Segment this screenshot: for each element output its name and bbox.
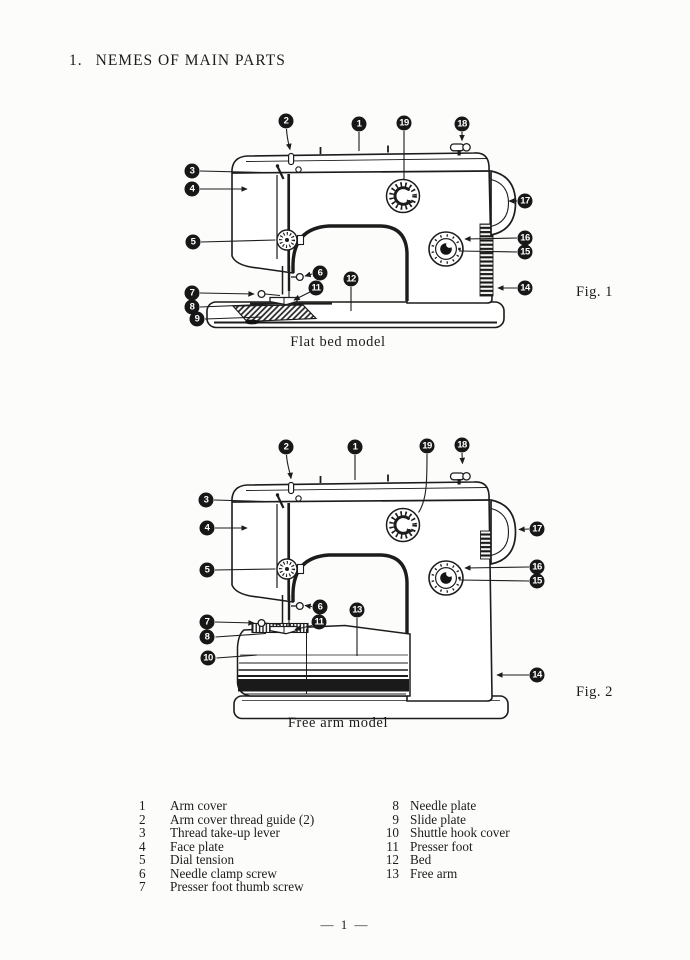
fig2-callout-16: 16 — [529, 559, 545, 575]
slide-plate — [231, 304, 318, 323]
parts-list-item: 9 Slide plate — [377, 811, 510, 827]
parts-list-item: 6 Needle clamp screw — [139, 865, 314, 881]
fig1-label: Fig. 1 — [576, 284, 613, 300]
part-name: Slide plate — [410, 811, 467, 827]
fig2-callout-3: 3 — [198, 492, 214, 508]
fig1-callout-1: 1 — [351, 116, 367, 132]
fig2-callout-8: 8 — [199, 629, 215, 645]
part-name: Face plate — [170, 838, 224, 854]
part-number: 11 — [386, 838, 399, 854]
page-title: 1. NEMES OF MAIN PARTS — [69, 52, 286, 70]
fig2-callout-4: 4 — [199, 520, 215, 536]
fig1-leader-lines — [199, 128, 518, 320]
fig1-callout-7: 7 — [184, 285, 200, 301]
fig1-callout-15: 15 — [517, 244, 533, 260]
part-number: 13 — [385, 865, 399, 881]
fig1-callout-19: 19 — [396, 115, 412, 131]
part-number: 8 — [392, 798, 399, 813]
fig2-leader-lines — [213, 452, 530, 678]
parts-list-item: 7 Presser foot thumb screw — [139, 880, 314, 894]
part-number: 9 — [392, 811, 399, 827]
fig2-callout-2: 2 — [278, 439, 294, 455]
fig2-callout-14: 14 — [529, 667, 545, 683]
parts-list-item: 13 Free arm — [377, 865, 510, 881]
fig1-callout-4: 4 — [184, 181, 200, 197]
free-arm — [236, 622, 411, 697]
parts-list-item: 8 Needle plate — [377, 799, 510, 813]
part-number: 2 — [139, 811, 146, 827]
part-name: Needle plate — [410, 798, 477, 813]
part-number: 6 — [139, 865, 146, 881]
fig1-callout-16: 16 — [517, 230, 533, 246]
part-name: Dial tension — [170, 852, 235, 867]
parts-list-item: 2 Arm cover thread guide (2) — [139, 811, 315, 827]
fig2-callout-5: 5 — [199, 562, 215, 578]
parts-list-item: 10 Shuttle hook cover — [377, 826, 510, 840]
fig1-callout-11: 11 — [308, 280, 324, 296]
rib-texture — [479, 223, 494, 297]
part-name: Needle clamp screw — [170, 865, 277, 881]
section-heading: NEMES OF MAIN PARTS — [95, 52, 286, 69]
parts-list-item: 4 Face plate — [139, 838, 314, 854]
parts-list-item: 12 Bed — [377, 853, 510, 867]
fig1-callout-18: 18 — [454, 116, 470, 132]
part-name: Presser foot thumb screw — [170, 879, 304, 894]
part-number: 5 — [139, 852, 146, 867]
parts-list-item: 5 Dial tension — [139, 853, 314, 867]
fig1-callout-17: 17 — [517, 193, 533, 209]
fig2-callout-15: 15 — [529, 573, 545, 589]
part-number: 12 — [385, 852, 399, 867]
part-name: Free arm — [410, 865, 458, 881]
fig1-callout-12: 12 — [343, 271, 359, 287]
fig1-callout-8: 8 — [184, 299, 200, 315]
fig1-caption: Flat bed model — [290, 334, 386, 350]
part-name: Bed — [410, 852, 432, 867]
fig2-callout-10: 10 — [200, 650, 216, 666]
parts-list-left: 1 Arm cover 2 Arm cover thread guide (2) 3 Th… — [139, 799, 314, 894]
fig2-callout-1: 1 — [347, 439, 363, 455]
part-number: 10 — [385, 825, 399, 840]
machine-body — [231, 152, 493, 304]
part-name: Shuttle hook cover — [410, 825, 510, 840]
parts-list-item: 1 Arm cover — [139, 799, 314, 813]
fig2-callout-13: 13 — [349, 602, 365, 618]
fig2-caption: Free arm model — [287, 715, 389, 731]
fig1-callout-5: 5 — [185, 234, 201, 250]
fig2-callout-11: 11 — [311, 614, 327, 630]
parts-list-item: 11 Presser foot — [377, 838, 510, 854]
parts-list-item: 3 Thread take-up lever — [139, 826, 314, 840]
fig2-drawing — [232, 473, 516, 720]
page-number: — 1 — — [320, 917, 370, 932]
fig1-callout-3: 3 — [184, 163, 200, 179]
parts-list-right: 8 Needle plate 9 Slide plate 10 Shuttle hook … — [377, 799, 510, 880]
section-number: 1. — [69, 52, 83, 69]
part-number: 4 — [139, 838, 146, 854]
part-name: Arm cover — [170, 798, 227, 813]
fig2-callout-6: 6 — [312, 599, 328, 615]
fig2-callout-18: 18 — [454, 437, 470, 453]
part-name: Thread take-up lever — [170, 825, 280, 840]
part-number: 3 — [139, 825, 146, 840]
fig2-callout-7: 7 — [199, 614, 215, 630]
fig2-callout-19: 19 — [419, 438, 435, 454]
fig1-drawing — [206, 144, 516, 329]
fig1-callout-2: 2 — [278, 113, 294, 129]
part-number: 7 — [139, 879, 146, 894]
fig2-callout-17: 17 — [529, 521, 545, 537]
part-name: Arm cover thread guide (2) — [170, 811, 315, 827]
fig2-label: Fig. 2 — [576, 684, 613, 700]
fig1-callout-9: 9 — [189, 311, 205, 327]
fig1-callout-14: 14 — [517, 280, 533, 296]
fig1-callout-6: 6 — [312, 265, 328, 281]
part-name: Presser foot — [410, 838, 473, 854]
part-number: 1 — [139, 798, 146, 813]
